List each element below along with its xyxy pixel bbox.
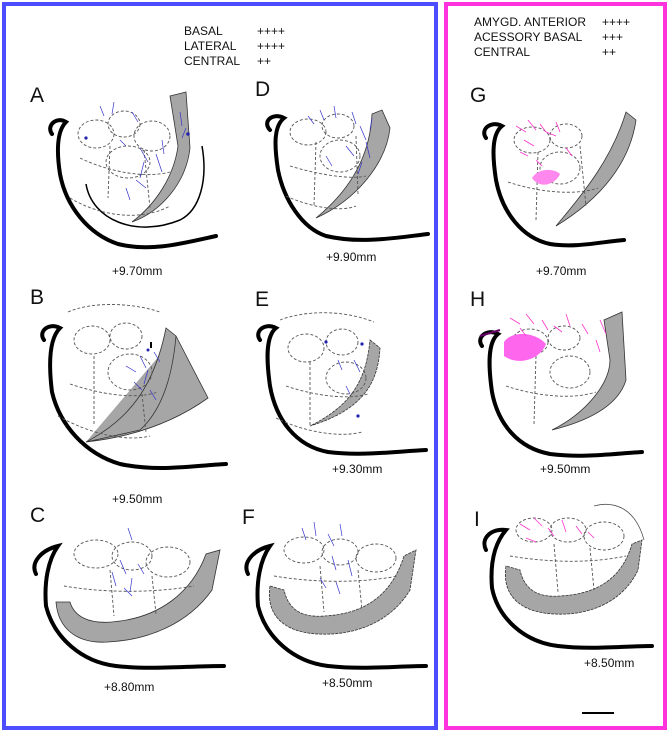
section-g-drawing xyxy=(482,111,637,248)
legend-label: CENTRAL xyxy=(184,54,241,68)
legend-label: ACESSORY BASAL xyxy=(474,30,583,44)
depth-label-g: +9.70mm xyxy=(536,264,587,278)
depth-label-a: +9.70mm xyxy=(112,264,163,278)
scale-bar xyxy=(582,712,614,714)
legend-label: AMYGD. ANTERIOR xyxy=(474,15,587,29)
legend-left: BASAL ++++ LATERAL ++++ CENTRAL ++ xyxy=(184,24,285,69)
panel-letter-a: A xyxy=(30,84,45,107)
section-e-drawing xyxy=(256,312,428,456)
section-h-drawing xyxy=(478,311,644,458)
panel-letter-e: E xyxy=(255,288,270,311)
right-group-frame xyxy=(444,2,667,730)
depth-label-c: +8.80mm xyxy=(104,680,155,694)
legend-label: LATERAL xyxy=(184,39,237,53)
legend-row: ACESSORY BASAL +++ xyxy=(474,30,630,45)
section-i-drawing xyxy=(482,504,654,650)
depth-label-i: +8.50mm xyxy=(584,656,635,670)
legend-row: CENTRAL ++ xyxy=(474,45,630,60)
panel-letter-i: I xyxy=(474,508,480,531)
panel-letter-g: G xyxy=(470,84,487,107)
legend-level: ++ xyxy=(257,54,272,68)
panel-letter-h: H xyxy=(470,288,486,311)
section-d-drawing xyxy=(265,105,430,242)
legend-level: ++++ xyxy=(257,39,286,53)
panel-letter-d: D xyxy=(255,78,271,101)
legend-row: LATERAL ++++ xyxy=(184,39,285,54)
panel-letter-c: C xyxy=(30,504,46,527)
depth-label-b: +9.50mm xyxy=(112,492,163,506)
legend-row: BASAL ++++ xyxy=(184,24,285,39)
legend-level: ++ xyxy=(602,45,617,59)
legend-row: CENTRAL ++ xyxy=(184,54,285,69)
depth-label-f: +8.50mm xyxy=(322,676,373,690)
depth-label-e: +9.30mm xyxy=(332,462,383,476)
section-f-drawing xyxy=(244,521,428,670)
legend-label: BASAL xyxy=(184,24,223,38)
section-a-drawing xyxy=(48,91,218,250)
panel-letter-f: F xyxy=(242,506,255,529)
depth-label-d: +9.90mm xyxy=(326,250,377,264)
legend-right: AMYGD. ANTERIOR ++++ ACESSORY BASAL +++ … xyxy=(474,15,630,60)
left-group-frame xyxy=(2,2,438,730)
panel-letter-b: B xyxy=(30,286,45,309)
legend-level: +++ xyxy=(602,30,624,44)
depth-label-h: +9.50mm xyxy=(540,462,591,476)
section-b-drawing xyxy=(40,304,228,471)
legend-label: CENTRAL xyxy=(474,45,531,59)
legend-level: ++++ xyxy=(602,15,631,29)
legend-level: ++++ xyxy=(257,24,286,38)
legend-row: AMYGD. ANTERIOR ++++ xyxy=(474,15,630,30)
section-c-drawing xyxy=(32,527,226,670)
